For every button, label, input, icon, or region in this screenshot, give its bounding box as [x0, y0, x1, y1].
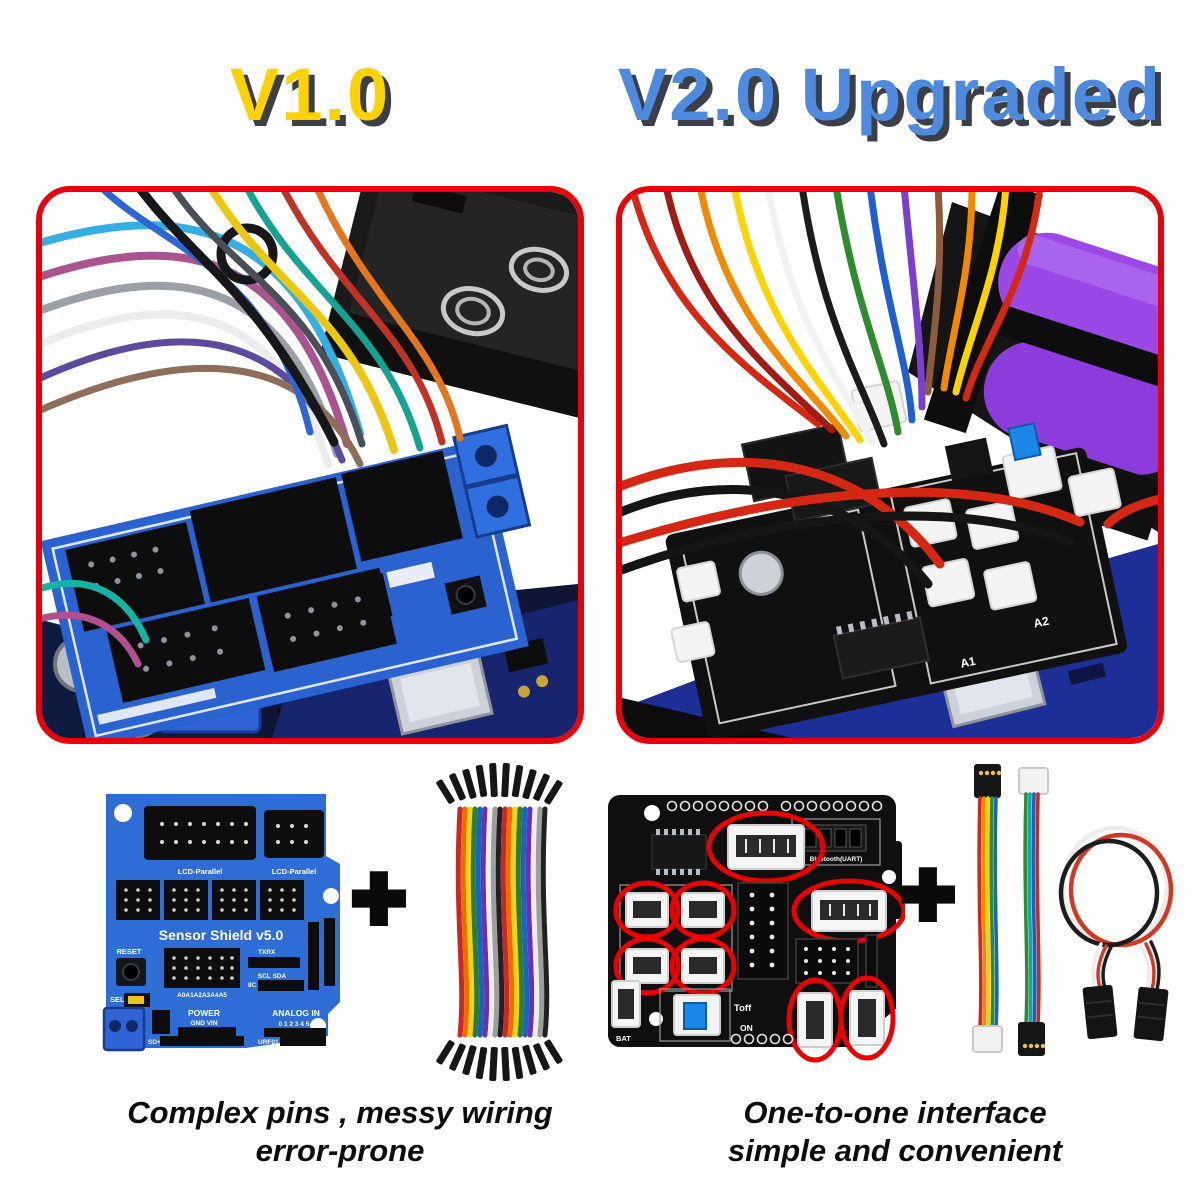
black-connector [944, 437, 994, 482]
cable-tie-loop [216, 223, 278, 285]
caption-line: error-prone [255, 1132, 425, 1168]
sd-label: SD+ [148, 1039, 161, 1046]
on-label: ON [740, 1023, 753, 1033]
bluetooth-header: Bluetooth(UART) [791, 818, 881, 866]
battery-spring [508, 246, 570, 293]
four-pin-cable-b [1018, 767, 1049, 1056]
mounting-hole [644, 805, 660, 821]
highlight-rings [613, 880, 737, 996]
dupont-connector-tips-top [436, 762, 563, 805]
servo-extension-cable [1058, 825, 1174, 1042]
v1-sensor-shield [42, 423, 532, 738]
power-label: POWER [188, 1008, 220, 1018]
jst-socket-2pin [625, 892, 725, 984]
iic-label: IIC [248, 982, 257, 989]
analog-in-label: ANALOG IN [272, 1008, 320, 1018]
one-to-one-cables [629, 192, 1043, 448]
battery-spring [440, 286, 506, 337]
scl-sda-label: SCL SDA [258, 973, 287, 980]
analog-row-label: A0A1A2A3A4A5 [177, 992, 227, 999]
urf-label: URF01 [258, 1039, 279, 1046]
v2-wiring-photo: A1 A2 [616, 186, 1164, 744]
plus-icon: + [897, 843, 959, 945]
driver-ic [651, 829, 707, 875]
v1-photo-illustration [42, 192, 578, 738]
idc-socket [144, 806, 256, 860]
screw-terminal [102, 1006, 146, 1052]
v2-caption: One-to-one interface simple and convenie… [616, 1094, 1174, 1170]
reset-label: RESET [116, 947, 141, 956]
sensor-shield-v5: LCD-Parallel LCD-Parallel Sensor Shield … [102, 794, 340, 1052]
v2-cables [972, 764, 1174, 1056]
header-pins [88, 546, 367, 672]
power-switch [659, 988, 731, 1042]
bat-label: BAT [616, 1034, 631, 1043]
analog-numbers: 0 1 2 3 4 5 [279, 1021, 310, 1028]
v2-shield-board: Bluetooth(UART) [608, 795, 905, 1063]
vertical-header [308, 922, 319, 990]
dupont-jumper-wires-image [428, 757, 578, 1087]
dupont-wire-bundle [436, 762, 563, 1082]
four-pin-cable-a [972, 764, 1003, 1053]
vertical-header [324, 918, 335, 986]
switch-blue-cap [1007, 422, 1042, 462]
dupont-connector-tips-bottom [436, 1039, 563, 1082]
pin-header-blocks [65, 450, 463, 703]
vertical-header [865, 934, 878, 988]
plus-icon: + [348, 847, 410, 949]
wire-magenta [42, 611, 142, 668]
wire-ribbon [455, 806, 550, 1038]
mounting-hole [114, 804, 132, 822]
mounting-hole [323, 888, 339, 904]
jst-socket-3pin-vertical [797, 990, 885, 1048]
mounting-hole [882, 870, 896, 884]
shield-title: Sensor Shield v5.0 [159, 927, 284, 943]
a1-label: A1 [959, 654, 977, 671]
messy-jumper-wires [42, 192, 464, 468]
v2-shield-highlighted-image: Bluetooth(UART) [600, 783, 905, 1068]
bluetooth-label: Bluetooth(UART) [810, 856, 863, 863]
jst-socket-4pin [811, 890, 887, 932]
toff-label: Toff [734, 1003, 752, 1014]
capacitor [738, 550, 784, 596]
caption-line: One-to-one interface [743, 1095, 1047, 1130]
v2-title: V2.0 Upgraded [617, 53, 1163, 136]
analog-pin-grid [164, 948, 240, 988]
power-pins-label: GND VIN [190, 1020, 217, 1027]
mounting-hole [649, 1012, 663, 1026]
txrx-label: TXRX [258, 949, 276, 956]
header-holes [730, 1033, 794, 1045]
switch-blue-cap [683, 1002, 707, 1030]
highlight-rings [786, 975, 896, 1063]
highlight-ring [706, 810, 826, 884]
idc-socket [264, 810, 324, 858]
caption-line: Complex pins , messy wiring [127, 1095, 553, 1130]
v1-title: V1.0 [229, 53, 391, 136]
power-switch [1001, 422, 1063, 500]
jst-socket-4pin [727, 824, 805, 870]
pin-header [737, 882, 789, 980]
v1-caption: Complex pins , messy wiring error-prone [40, 1094, 640, 1170]
v2-photo-illustration: A1 A2 [622, 192, 1158, 738]
lcd-parallel-label: LCD-Parallel [178, 867, 223, 876]
lcd-parallel-label: LCD-Parallel [272, 867, 317, 876]
wire-teal [42, 579, 150, 644]
caption-line: simple and convenient [727, 1132, 1063, 1168]
sensor-shield-v5-image: LCD-Parallel LCD-Parallel Sensor Shield … [96, 786, 346, 1054]
sel-label: SEL [110, 995, 125, 1004]
servo-connector [1133, 986, 1169, 1042]
servo-connector [1082, 984, 1118, 1040]
v1-wiring-photo [36, 186, 584, 744]
v2-cables-image [955, 758, 1195, 1088]
red-black-wire-pairs [622, 457, 1158, 589]
a2-label: A2 [1032, 614, 1050, 631]
header-holes [666, 800, 883, 812]
